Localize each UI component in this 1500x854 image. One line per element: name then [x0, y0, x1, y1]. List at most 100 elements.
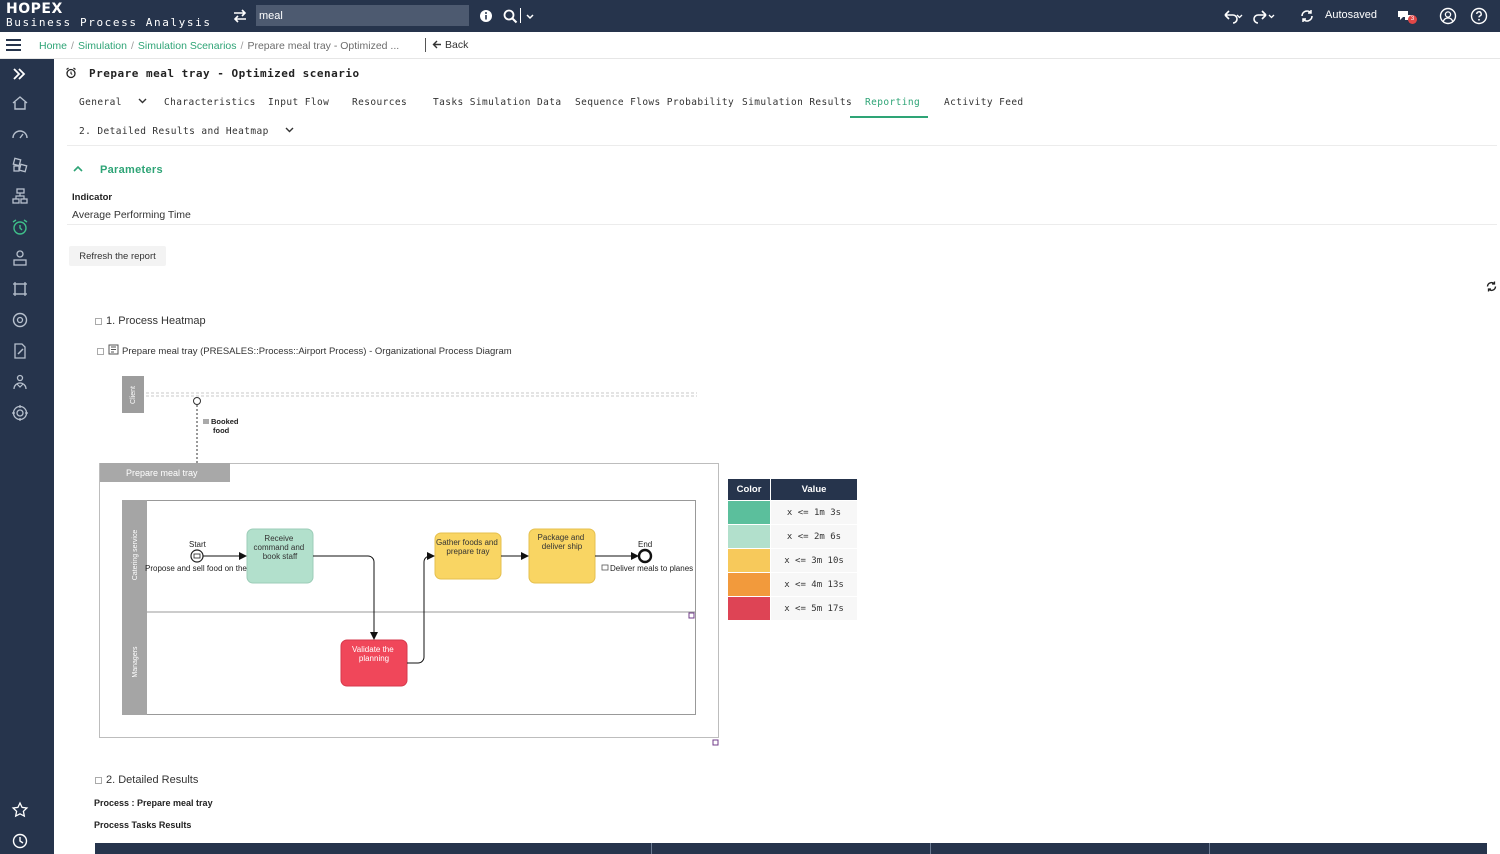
- chevron-up-icon[interactable]: [73, 165, 83, 173]
- legend-value: x <= 5m 17s: [770, 596, 858, 621]
- breadcrumb-home[interactable]: Home: [39, 40, 68, 52]
- sidebar: [0, 59, 54, 854]
- menu-icon[interactable]: [6, 39, 21, 51]
- legend-swatch: [727, 524, 771, 549]
- tab-reporting[interactable]: Reporting: [865, 97, 921, 108]
- star-icon[interactable]: [11, 801, 29, 819]
- tab-input-flow[interactable]: Input Flow: [268, 97, 330, 108]
- legend-value: x <= 2m 6s: [770, 524, 858, 549]
- legend-value: x <= 1m 3s: [770, 500, 858, 525]
- main-pool-title: Prepare meal tray: [126, 468, 198, 478]
- tab-activity-feed[interactable]: Activity Feed: [944, 97, 1024, 108]
- settings-icon[interactable]: [11, 311, 29, 329]
- lane-managers-label: Managers: [132, 646, 139, 678]
- app-name: HOPEX: [6, 1, 63, 17]
- hierarchy-icon[interactable]: [11, 187, 29, 205]
- resize-handle[interactable]: [712, 739, 719, 746]
- legend-value: x <= 3m 10s: [770, 548, 858, 573]
- booked-food-label: Booked: [211, 417, 239, 426]
- frame-icon[interactable]: [11, 280, 29, 298]
- message-icon: [601, 564, 609, 571]
- legend-swatch: [727, 572, 771, 597]
- breadcrumb-current: Prepare meal tray - Optimized ...: [247, 40, 400, 52]
- indicator-value[interactable]: Average Performing Time: [72, 209, 191, 221]
- sync-icon[interactable]: [1298, 7, 1316, 25]
- diagram-title[interactable]: Prepare meal tray (PRESALES::Process::Ai…: [97, 344, 512, 357]
- refresh-icon[interactable]: [1485, 280, 1498, 293]
- subtab-detailed-results[interactable]: 2. Detailed Results and Heatmap: [79, 126, 294, 137]
- lane-catering-label: Catering service: [132, 530, 139, 581]
- client-pool-header: [122, 376, 144, 413]
- target-icon[interactable]: [11, 404, 29, 422]
- back-button[interactable]: Back: [425, 38, 468, 52]
- dashboard-icon[interactable]: [11, 125, 29, 143]
- lane-header-managers: [122, 612, 147, 715]
- chevron-down-icon[interactable]: [524, 7, 536, 25]
- client-pool-label: Client: [130, 386, 137, 404]
- resize-handle[interactable]: [688, 612, 695, 619]
- edit-document-icon[interactable]: [11, 342, 29, 360]
- top-bar: HOPEX Business Process Analysis Autosave…: [0, 0, 1500, 32]
- tab-general[interactable]: General: [79, 97, 147, 108]
- active-tab-indicator: [850, 116, 928, 118]
- process-label: Process : Prepare meal tray: [94, 798, 213, 808]
- app-logo[interactable]: HOPEX Business Process Analysis: [6, 2, 212, 28]
- undo-icon[interactable]: [1221, 7, 1245, 25]
- redo-icon[interactable]: [1252, 7, 1276, 25]
- alarm-clock-icon[interactable]: [11, 218, 29, 236]
- search-input[interactable]: [256, 5, 469, 26]
- swap-icon[interactable]: [231, 7, 249, 25]
- tab-simulation-results[interactable]: Simulation Results: [742, 97, 853, 108]
- legend-value: x <= 4m 13s: [770, 572, 858, 597]
- legend-swatch: [727, 500, 771, 525]
- message-flow-source: [193, 397, 201, 405]
- task-gather-label: Gather foods and prepare tray: [436, 538, 500, 556]
- home-icon[interactable]: [11, 94, 29, 112]
- breadcrumb-simulation[interactable]: Simulation: [77, 40, 127, 52]
- booked-food-label: food: [213, 426, 230, 435]
- user-icon[interactable]: [1439, 7, 1457, 25]
- info-icon[interactable]: [477, 7, 495, 25]
- tab-characteristics[interactable]: Characteristics: [164, 97, 256, 108]
- start-event: [190, 549, 204, 563]
- tab-tasks-simulation-data[interactable]: Tasks Simulation Data: [433, 97, 562, 108]
- breadcrumb-bar: Home/Simulation/Simulation Scenarios/Pre…: [0, 32, 1500, 59]
- heatmap-legend: Color Value x <= 1m 3s x <= 2m 6s x <= 3…: [727, 478, 858, 621]
- help-icon[interactable]: [1470, 7, 1488, 25]
- legend-header-value: Value: [770, 478, 858, 501]
- message-icon: [203, 419, 209, 424]
- process-heatmap-diagram: Client Booked food Prepare meal tray Cat…: [99, 376, 719, 746]
- arrow-left-icon: [432, 40, 441, 49]
- alarm-clock-icon: [66, 67, 76, 79]
- page-title: Prepare meal tray - Optimized scenario: [89, 67, 360, 80]
- task-receive-label: Receive command and book staff: [254, 534, 307, 561]
- end-label: End: [638, 540, 652, 549]
- legend-swatch: [727, 548, 771, 573]
- team-icon[interactable]: [11, 373, 29, 391]
- message-icon: [193, 553, 201, 559]
- section-process-heatmap[interactable]: 1. Process Heatmap: [95, 315, 206, 327]
- process-tasks-label: Process Tasks Results: [94, 820, 192, 830]
- history-icon[interactable]: [11, 832, 29, 850]
- expand-sidebar-icon[interactable]: [11, 65, 27, 83]
- indicator-label: Indicator: [72, 192, 113, 203]
- legend-header-color: Color: [727, 478, 771, 501]
- task-validate-label: Validate the planning: [352, 645, 396, 663]
- refresh-report-button[interactable]: Refresh the report: [69, 246, 166, 266]
- collapse-icon: [97, 347, 104, 355]
- cubes-icon[interactable]: [11, 156, 29, 174]
- main-pool-header: [100, 463, 230, 482]
- start-label: Start: [189, 540, 207, 549]
- org-user-icon[interactable]: [11, 249, 29, 267]
- parameters-header[interactable]: Parameters: [100, 164, 163, 176]
- legend-swatch: [727, 596, 771, 621]
- divider: [520, 8, 521, 23]
- collapse-icon: [95, 317, 102, 325]
- section-detailed-results[interactable]: 2. Detailed Results: [95, 774, 198, 786]
- lanes-container: [122, 500, 696, 715]
- search-icon[interactable]: [501, 7, 519, 25]
- collapse-icon: [95, 776, 102, 784]
- breadcrumb-simulation-scenarios[interactable]: Simulation Scenarios: [137, 40, 237, 52]
- tab-sequence-flows-probability[interactable]: Sequence Flows Probability: [575, 97, 735, 108]
- tab-resources[interactable]: Resources: [352, 97, 408, 108]
